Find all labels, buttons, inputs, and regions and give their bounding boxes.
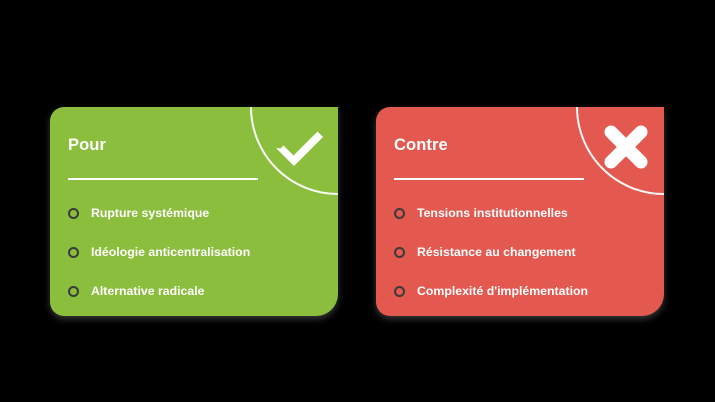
cons-list: Tensions institutionnelles Résistance au… [394, 194, 650, 311]
cons-card-divider [394, 178, 584, 180]
list-item-label: Idéologie anticentralisation [91, 244, 251, 259]
pros-card-title: Pour [68, 136, 106, 154]
bullet-circle-icon [394, 208, 405, 219]
list-item-label: Rupture systémique [91, 205, 210, 220]
list-item[interactable]: Tensions institutionnelles [394, 194, 650, 233]
list-item-label: Résistance au changement [417, 244, 576, 259]
checkmark-icon [272, 119, 328, 175]
pros-card[interactable]: Pour Rupture systémique Idéologie antice… [50, 107, 338, 316]
cons-card[interactable]: Contre Tensions institutionnelles Résist… [376, 107, 664, 316]
list-item[interactable]: Complexité d'implémentation [394, 272, 650, 311]
list-item[interactable]: Résistance au changement [394, 233, 650, 272]
list-item-label: Tensions institutionnelles [417, 205, 568, 220]
list-item-label: Alternative radicale [91, 283, 205, 298]
list-item[interactable]: Idéologie anticentralisation [68, 233, 324, 272]
list-item-label: Complexité d'implémentation [417, 283, 589, 298]
bullet-circle-icon [394, 247, 405, 258]
bullet-circle-icon [394, 286, 405, 297]
cross-icon [598, 119, 654, 175]
list-item[interactable]: Rupture systémique [68, 194, 324, 233]
pros-list: Rupture systémique Idéologie anticentral… [68, 194, 324, 311]
list-item[interactable]: Alternative radicale [68, 272, 324, 311]
pros-card-divider [68, 178, 258, 180]
bullet-circle-icon [68, 208, 79, 219]
bullet-circle-icon [68, 286, 79, 297]
cons-card-title: Contre [394, 136, 448, 154]
bullet-circle-icon [68, 247, 79, 258]
